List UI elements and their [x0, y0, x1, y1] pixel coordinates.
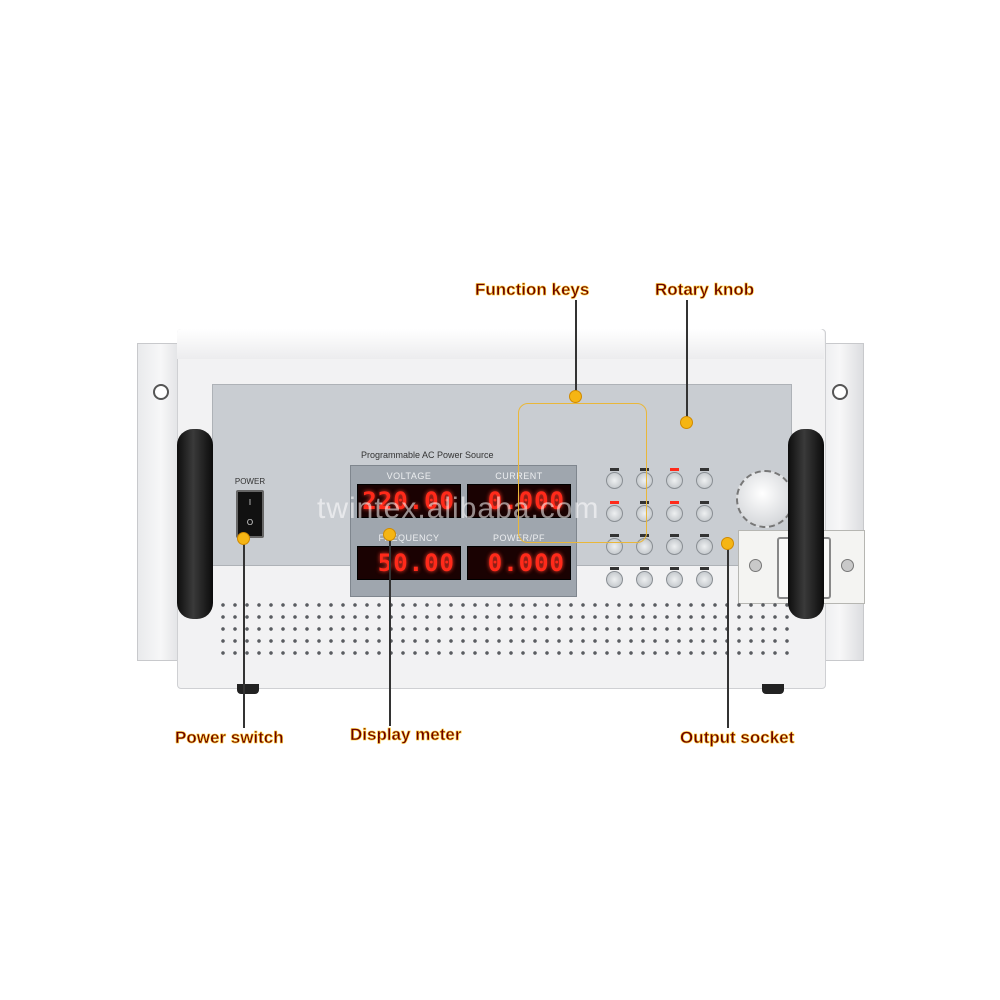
- power-switch-leader: [243, 540, 245, 728]
- key-button[interactable]: [665, 538, 683, 555]
- switch-on-mark: I: [248, 498, 252, 507]
- key-button[interactable]: [665, 472, 683, 489]
- function-keys-marker: [569, 390, 582, 403]
- watermark: twintex.alibaba.com: [317, 492, 600, 525]
- key-button[interactable]: [695, 472, 713, 489]
- function-key[interactable]: [691, 533, 717, 555]
- power-switch[interactable]: I O: [236, 490, 264, 538]
- left-carry-handle: [177, 429, 213, 619]
- key-button[interactable]: [695, 538, 713, 555]
- function-key[interactable]: [661, 566, 687, 588]
- key-button[interactable]: [695, 571, 713, 588]
- mounting-hole-icon: [153, 384, 169, 400]
- rubber-foot: [762, 684, 784, 694]
- rotary-knob[interactable]: [736, 470, 794, 528]
- function-keys-callout: Function keys: [475, 280, 590, 300]
- power-switch-marker: [237, 532, 250, 545]
- key-indicator-led: [609, 567, 619, 570]
- key-indicator-led: [699, 534, 709, 537]
- front-panel: Programmable AC Power Source VOLTAGE 220…: [212, 384, 865, 604]
- power-label: POWER: [234, 477, 266, 486]
- rotary-knob-callout: Rotary knob: [655, 280, 755, 300]
- output-socket-marker: [721, 537, 734, 550]
- function-key[interactable]: [631, 566, 657, 588]
- function-key[interactable]: [691, 566, 717, 588]
- right-carry-handle: [788, 429, 824, 619]
- key-indicator-led: [699, 468, 709, 471]
- function-key[interactable]: [691, 467, 717, 489]
- key-indicator-led: [639, 567, 649, 570]
- ventilation-grille: [217, 599, 797, 657]
- power-switch-area: POWER I O: [230, 477, 270, 538]
- key-button[interactable]: [605, 571, 623, 588]
- function-key[interactable]: [601, 467, 627, 489]
- voltage-value: 220.00: [357, 484, 461, 518]
- display-meter-marker: [383, 528, 396, 541]
- function-key[interactable]: [661, 500, 687, 522]
- key-indicator-led: [699, 501, 709, 504]
- screw-icon: [749, 559, 762, 572]
- frequency-caption: FREQUENCY: [378, 533, 440, 543]
- display-meter-callout: Display meter: [350, 725, 462, 745]
- voltage-readout: VOLTAGE 220.00: [357, 471, 461, 518]
- rotary-knob-leader: [686, 300, 688, 418]
- chassis-top-edge: [177, 329, 824, 359]
- power-pf-value: 0.000: [467, 546, 571, 580]
- key-indicator-led: [699, 567, 709, 570]
- mounting-hole-icon: [832, 384, 848, 400]
- voltage-caption: VOLTAGE: [386, 471, 432, 481]
- function-key[interactable]: [601, 500, 627, 522]
- key-button[interactable]: [635, 505, 653, 522]
- frequency-readout: FREQUENCY 50.00: [357, 533, 461, 580]
- function-key[interactable]: [661, 467, 687, 489]
- key-button[interactable]: [695, 505, 713, 522]
- key-indicator-led: [669, 567, 679, 570]
- output-socket-leader: [727, 545, 729, 728]
- power-pf-readout: POWER/PF 0.000: [467, 533, 571, 580]
- function-key[interactable]: [631, 500, 657, 522]
- key-indicator-led: [609, 534, 619, 537]
- rubber-foot: [237, 684, 259, 694]
- rotary-knob-marker: [680, 416, 693, 429]
- display-meter-leader: [389, 536, 391, 726]
- function-keys-leader: [575, 300, 577, 392]
- output-socket-callout: Output socket: [680, 728, 795, 748]
- function-key[interactable]: [631, 467, 657, 489]
- ac-power-source-chassis: Programmable AC Power Source VOLTAGE 220…: [137, 329, 865, 694]
- current-value: 0.000: [467, 484, 571, 518]
- key-indicator-led: [669, 501, 679, 504]
- key-button[interactable]: [665, 571, 683, 588]
- function-key[interactable]: [661, 533, 687, 555]
- key-button[interactable]: [635, 571, 653, 588]
- key-indicator-led: [669, 534, 679, 537]
- key-button[interactable]: [605, 505, 623, 522]
- function-key[interactable]: [601, 566, 627, 588]
- function-key[interactable]: [691, 500, 717, 522]
- display-meter: VOLTAGE 220.00 CURRENT 0.000 FREQUENCY 5…: [350, 465, 577, 597]
- key-button[interactable]: [635, 472, 653, 489]
- frequency-value: 50.00: [357, 546, 461, 580]
- power-switch-callout: Power switch: [175, 728, 284, 748]
- key-indicator-led: [669, 468, 679, 471]
- function-keypad: [597, 463, 722, 598]
- function-keys-outline: [518, 403, 647, 543]
- model-label: Programmable AC Power Source: [361, 450, 494, 460]
- switch-off-mark: O: [246, 518, 254, 527]
- key-indicator-led: [609, 468, 619, 471]
- screw-icon: [841, 559, 854, 572]
- key-button[interactable]: [665, 505, 683, 522]
- key-button[interactable]: [605, 472, 623, 489]
- key-indicator-led: [609, 501, 619, 504]
- key-indicator-led: [639, 468, 649, 471]
- key-indicator-led: [639, 501, 649, 504]
